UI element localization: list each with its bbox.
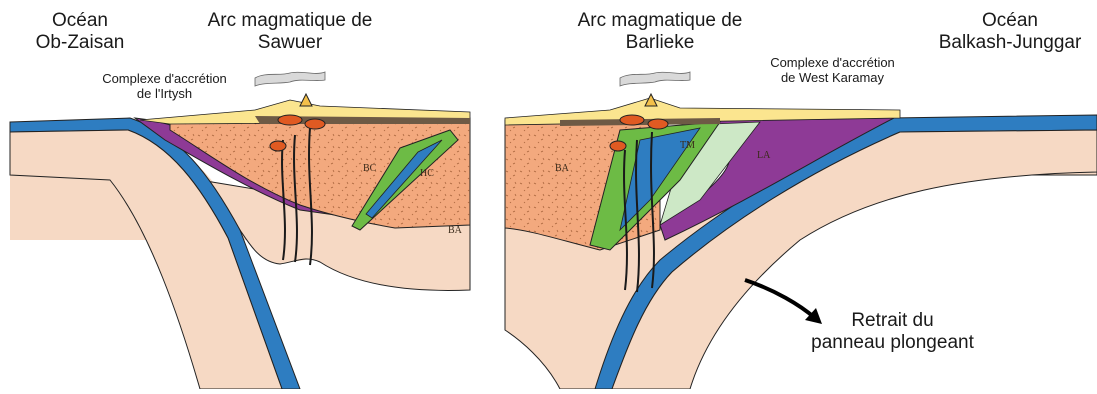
- left-ash-plume: [255, 72, 325, 86]
- unit-la-label: LA: [757, 150, 770, 162]
- right-ash-plume: [620, 72, 690, 86]
- unit-bc-label: BC: [363, 163, 376, 175]
- ocean-left-label: Océan Ob-Zaisan: [30, 10, 130, 54]
- right-panel: [505, 72, 1097, 389]
- unit-hc-label: HC: [420, 168, 434, 180]
- unit-tm-label: TM: [680, 140, 695, 152]
- arc-right-label: Arc magmatique de Barlieke: [570, 10, 750, 54]
- right-magma-1: [620, 115, 644, 125]
- unit-ba-lower-label: BA: [448, 225, 462, 237]
- ocean-right-label: Océan Balkash-Junggar: [935, 10, 1085, 54]
- right-magma-3: [610, 141, 626, 151]
- arc-left-label: Arc magmatique de Sawuer: [200, 10, 380, 54]
- retreat-label: Retrait du panneau plongeant: [805, 310, 980, 354]
- left-panel: [10, 72, 470, 389]
- left-magma-2: [305, 119, 325, 129]
- left-magma-1: [278, 115, 302, 125]
- complex-left-label: Complexe d'accrétion de l'Irtysh: [82, 72, 247, 102]
- left-volcano: [300, 94, 312, 106]
- left-magma-3: [270, 141, 286, 151]
- right-magma-2: [648, 119, 668, 129]
- unit-ba-right-label: BA: [555, 163, 569, 175]
- complex-right-label: Complexe d'accrétion de West Karamay: [750, 56, 915, 86]
